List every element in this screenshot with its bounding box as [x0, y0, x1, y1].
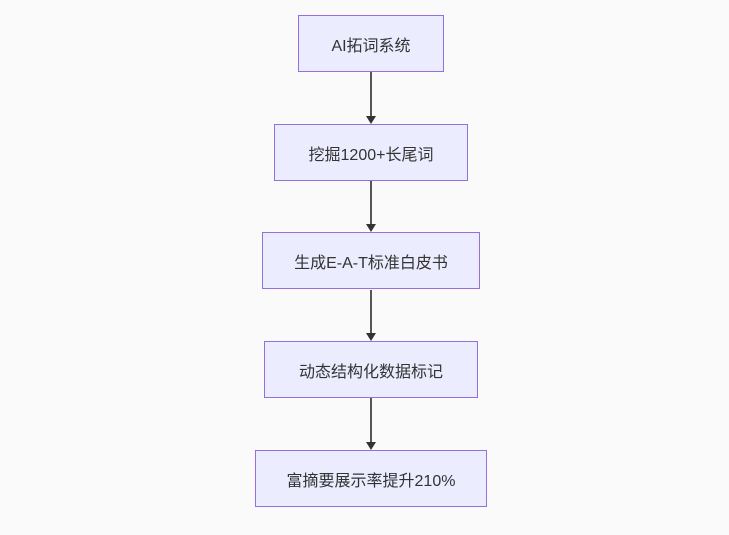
arrowhead-down-icon — [366, 442, 376, 450]
arrowhead-down-icon — [366, 116, 376, 124]
edge-arrow-1 — [366, 72, 376, 124]
flow-node-mine-longtail-words: 挖掘1200+长尾词 — [274, 124, 468, 181]
arrowhead-down-icon — [366, 224, 376, 232]
edge-line — [370, 290, 372, 333]
edge-arrow-3 — [366, 290, 376, 341]
edge-line — [370, 398, 372, 442]
flow-node-rich-snippet-rate: 富摘要展示率提升210% — [255, 450, 487, 507]
edge-line — [370, 181, 372, 224]
flow-node-generate-eat-whitepaper: 生成E-A-T标准白皮书 — [262, 232, 480, 289]
edge-arrow-4 — [366, 398, 376, 450]
edge-arrow-2 — [366, 181, 376, 232]
edge-line — [370, 72, 372, 116]
flow-node-dynamic-structured-data: 动态结构化数据标记 — [264, 341, 478, 398]
arrowhead-down-icon — [366, 333, 376, 341]
flow-node-ai-word-system: AI拓词系统 — [298, 15, 444, 72]
